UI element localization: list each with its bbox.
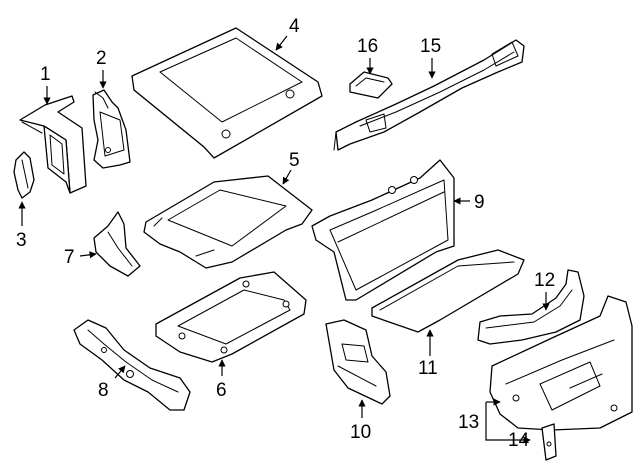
part-13-rear-panel [489,295,633,431]
callout-7: 7 [64,247,75,268]
callout-13: 13 [458,412,479,433]
part-15-trim-panel [333,39,525,151]
callout-11: 11 [418,358,438,379]
part-11-flat-panel [371,249,525,333]
callout-16: 16 [357,36,378,57]
part-12-side-bracket [477,269,585,345]
part-1-bracket [19,95,87,194]
callout-labels: 1 2 3 4 5 6 7 8 9 10 11 12 13 14 15 16 [16,16,555,451]
callout-14: 14 [508,430,530,451]
part-14-small-bracket [541,423,557,461]
callout-4: 4 [289,16,300,37]
part-7-corner-bracket [93,211,141,277]
callout-1: 1 [40,64,51,85]
part-16-pad [349,71,393,99]
part-8-lower-rail [73,319,191,411]
callout-6: 6 [216,380,227,401]
leader-lines [18,35,550,444]
part-9-bulkhead [311,159,455,301]
part-5-floor-panel [143,175,313,269]
callout-3: 3 [16,230,27,251]
part-2-bracket [92,89,131,169]
callout-15: 15 [420,36,441,57]
callout-9: 9 [474,192,485,213]
part-6-floor-support [155,271,307,363]
callout-8: 8 [98,380,109,401]
callout-10: 10 [350,422,371,443]
callout-12: 12 [534,270,555,291]
part-10-quarter-trim [325,319,391,405]
callout-5: 5 [289,150,300,171]
callout-2: 2 [96,48,107,69]
part-3-clip [13,151,35,199]
part-4-package-tray [131,27,323,159]
